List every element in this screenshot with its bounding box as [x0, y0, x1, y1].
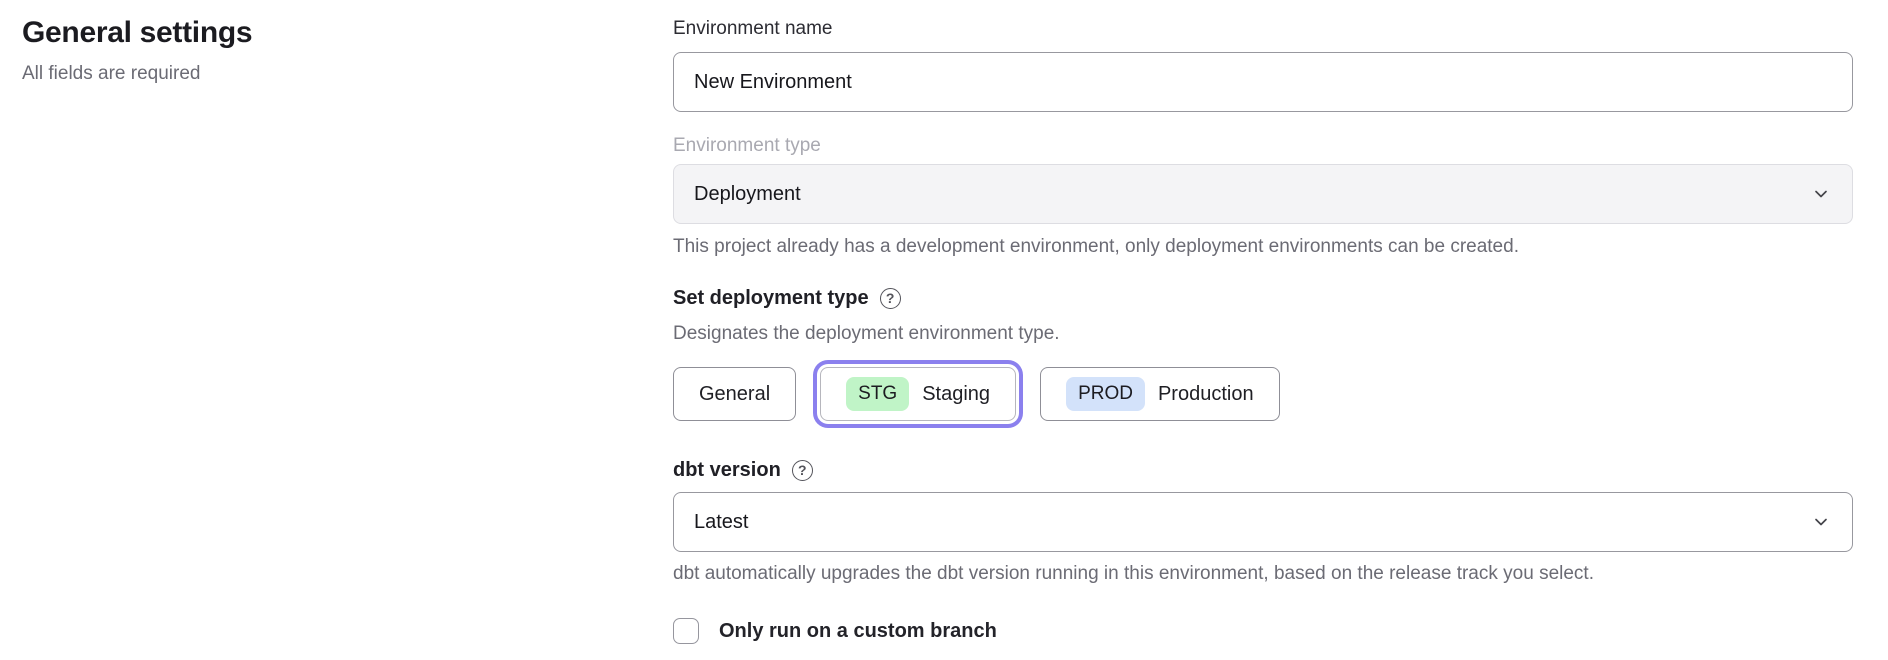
page-subtitle: All fields are required [22, 63, 201, 84]
custom-branch-row: Only run on a custom branch [673, 618, 1853, 644]
environment-type-helper: This project already has a development e… [673, 236, 1519, 257]
dbt-version-value: Latest [694, 510, 749, 533]
custom-branch-label: Only run on a custom branch [719, 619, 997, 642]
environment-name-input[interactable] [673, 52, 1853, 112]
deployment-type-helper: Designates the deployment environment ty… [673, 323, 1060, 344]
dbt-version-helper: dbt automatically upgrades the dbt versi… [673, 563, 1594, 584]
prod-badge: PROD [1066, 377, 1145, 411]
deployment-type-option-production[interactable]: PROD Production [1040, 367, 1280, 421]
deployment-type-option-staging[interactable]: STG Staging [820, 367, 1017, 421]
stg-badge: STG [846, 377, 910, 411]
custom-branch-checkbox[interactable] [673, 618, 699, 644]
deployment-type-options: General STG Staging PROD Production [673, 360, 1853, 428]
environment-type-label: Environment type [673, 135, 821, 156]
environment-type-value: Deployment [694, 182, 801, 205]
dbt-version-select[interactable]: Latest [673, 492, 1853, 552]
question-circle-icon[interactable]: ? [791, 459, 813, 481]
deployment-type-label: Set deployment type ? [673, 286, 1853, 310]
chevron-down-icon [1812, 185, 1830, 203]
general-settings-form: Environment name Environment type Deploy… [673, 18, 1853, 644]
chevron-down-icon [1812, 513, 1830, 531]
dbt-version-label: dbt version ? [673, 458, 1853, 482]
page-title: General settings [22, 16, 253, 49]
deployment-type-option-general[interactable]: General [673, 367, 797, 421]
question-circle-icon[interactable]: ? [879, 287, 901, 309]
environment-name-label: Environment name [673, 18, 833, 39]
settings-header: General settings All fields are required [22, 16, 253, 85]
environment-type-select: Deployment [673, 164, 1853, 224]
